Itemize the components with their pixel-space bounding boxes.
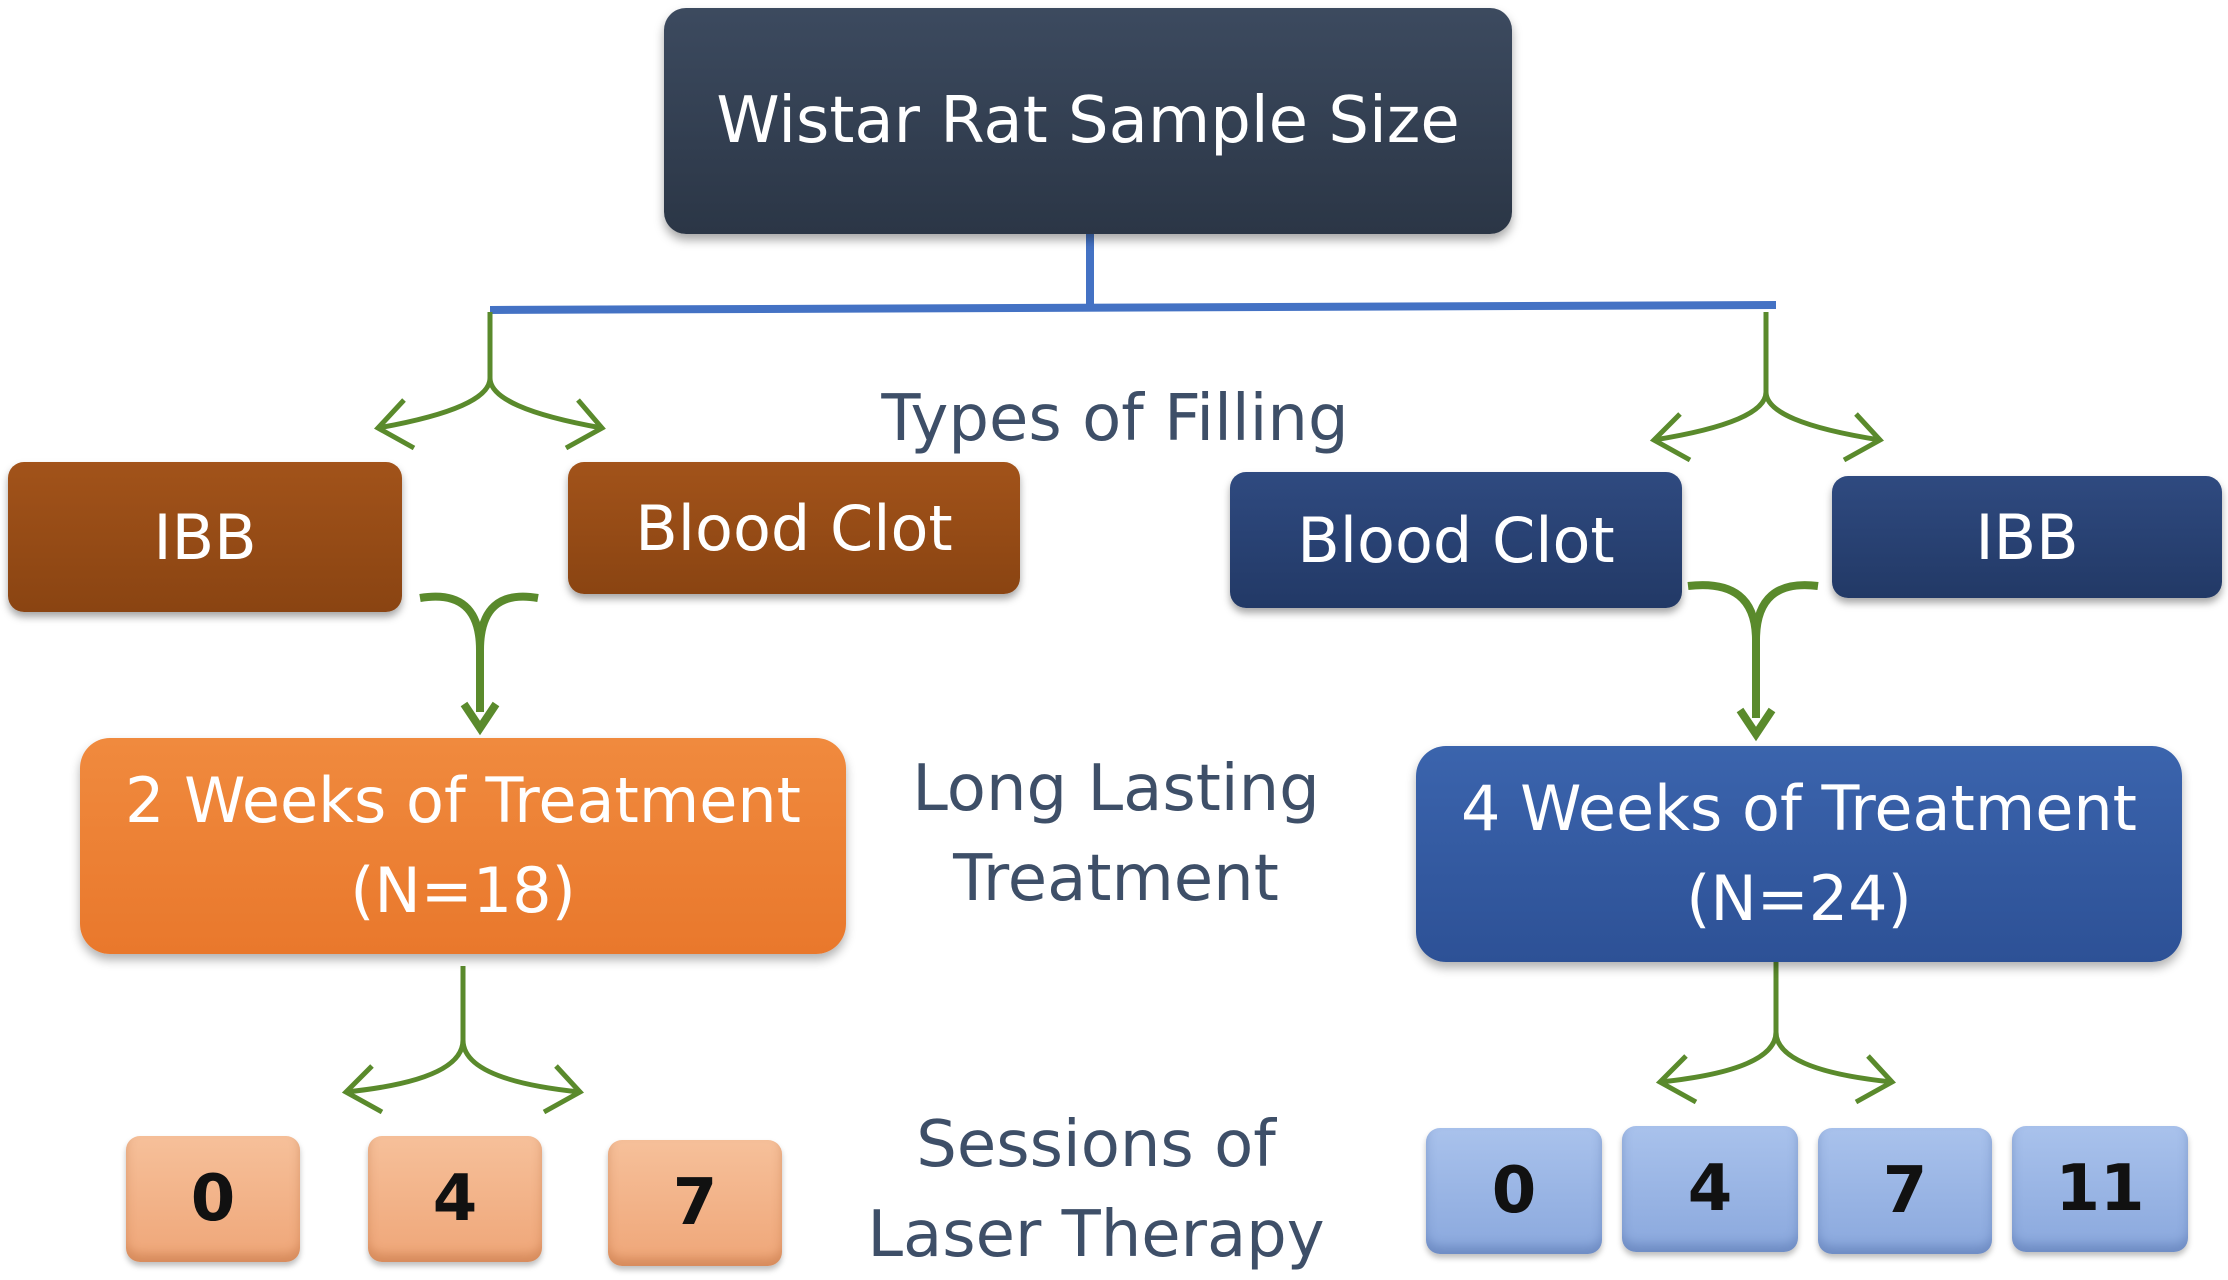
left-session-value: 0 <box>190 1162 236 1236</box>
root-title: Wistar Rat Sample Size <box>716 84 1460 158</box>
left-filling-split-arrow <box>373 312 606 451</box>
treatment-label-line2: Treatment <box>953 842 1279 916</box>
treatment-label-line1: Long Lasting <box>912 752 1320 826</box>
right-filling-ibb: IBB <box>1832 476 2222 598</box>
right-session-value: 7 <box>1882 1154 1928 1228</box>
treatment-label: Long Lasting Treatment <box>866 744 1366 924</box>
right-session-value: 11 <box>2055 1152 2145 1226</box>
sessions-label-line2: Laser Therapy <box>867 1198 1325 1272</box>
right-session-value: 0 <box>1491 1154 1537 1228</box>
right-merge-arrow <box>1687 581 1819 742</box>
right-filling-split-arrow <box>1649 312 1884 463</box>
right-session-box: 0 <box>1426 1128 1602 1254</box>
right-filling-ibb-label: IBB <box>1975 500 2079 574</box>
left-session-value: 4 <box>432 1162 478 1236</box>
root-node: Wistar Rat Sample Size <box>664 8 1512 234</box>
right-session-value: 4 <box>1687 1152 1733 1226</box>
right-treatment-duration: 4 Weeks of Treatment <box>1461 772 2137 845</box>
left-filling-ibb-label: IBB <box>153 500 257 574</box>
left-session-value: 7 <box>672 1166 718 1240</box>
left-sessions-split-arrow <box>341 966 584 1115</box>
left-treatment-node: 2 Weeks of Treatment (N=18) <box>80 738 846 954</box>
filling-types-label: Types of Filling <box>800 374 1430 464</box>
right-sessions-split-arrow <box>1655 962 1896 1105</box>
root-connector <box>489 234 1777 314</box>
left-session-box: 4 <box>368 1136 542 1262</box>
left-treatment-count: (N=18) <box>350 854 576 927</box>
left-filling-ibb: IBB <box>8 462 402 612</box>
right-treatment-count: (N=24) <box>1686 862 1912 935</box>
right-treatment-node: 4 Weeks of Treatment (N=24) <box>1416 746 2182 962</box>
right-session-box: 4 <box>1622 1126 1798 1252</box>
right-session-box: 7 <box>1818 1128 1992 1254</box>
left-merge-arrow <box>419 592 539 736</box>
left-session-box: 0 <box>126 1136 300 1262</box>
right-session-box: 11 <box>2012 1126 2188 1252</box>
left-filling-blood-clot-label: Blood Clot <box>635 491 953 565</box>
right-filling-blood-clot: Blood Clot <box>1230 472 1682 608</box>
right-filling-blood-clot-label: Blood Clot <box>1297 503 1615 577</box>
left-filling-blood-clot: Blood Clot <box>568 462 1020 594</box>
left-treatment-duration: 2 Weeks of Treatment <box>125 764 801 837</box>
sessions-label: Sessions of Laser Therapy <box>846 1100 1346 1280</box>
sessions-label-line1: Sessions of <box>916 1108 1276 1182</box>
filling-types-label-text: Types of Filling <box>881 382 1349 456</box>
left-session-box: 7 <box>608 1140 782 1266</box>
